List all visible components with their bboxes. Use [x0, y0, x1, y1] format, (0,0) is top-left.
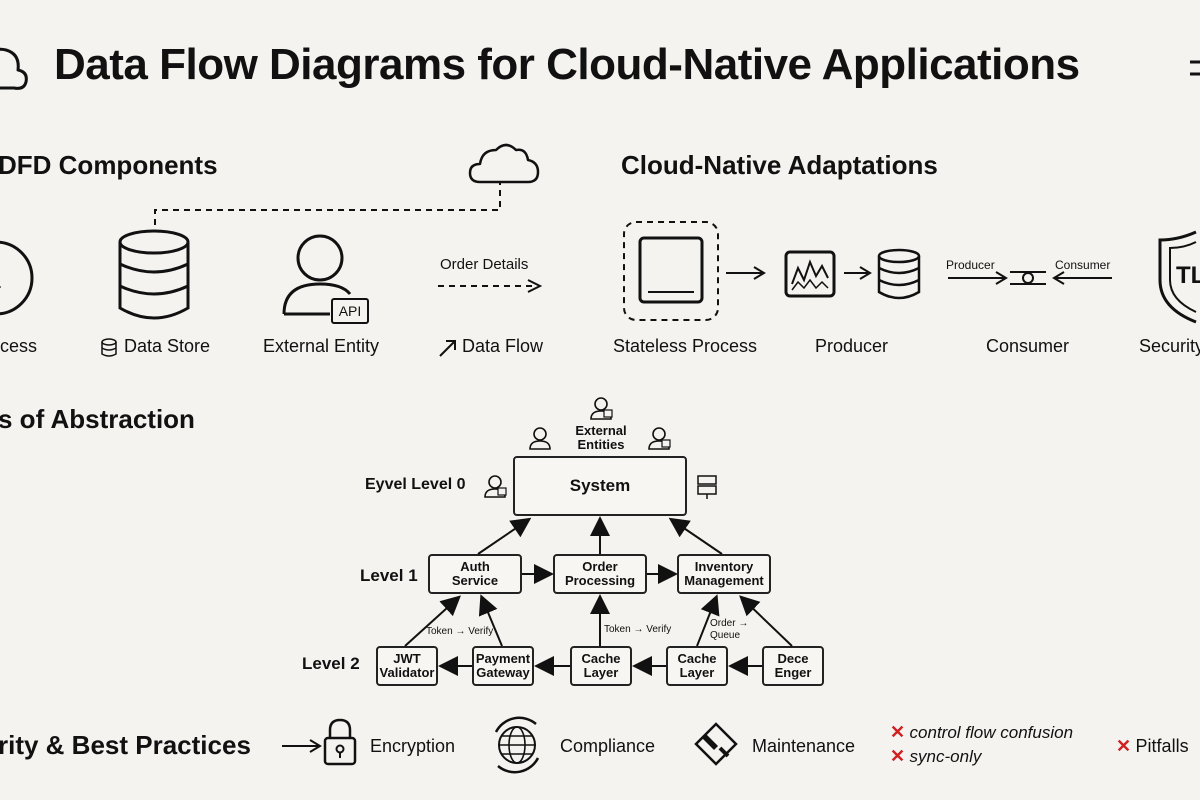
order-processing-box: Order Processing [553, 554, 647, 594]
user-icon [648, 427, 671, 450]
menu-icon [1190, 60, 1200, 76]
user-icon [282, 234, 352, 316]
dece-enger-box: Dece Enger [762, 646, 824, 686]
pitfall-text: sync-only [909, 747, 982, 766]
payment-gateway-box: Payment Gateway [472, 646, 534, 686]
auth-service-box: Auth Service [428, 554, 522, 594]
dashed-arrow [438, 279, 543, 293]
section-heading-adaptations: Cloud-Native Adaptations [621, 150, 938, 180]
arrow-right [282, 739, 322, 753]
stateless-process-label: Stateless Process [613, 336, 758, 356]
producer-tag: Producer [946, 258, 995, 272]
shield-icon [1158, 230, 1197, 324]
process-label: cess [0, 336, 38, 356]
api-badge: API [331, 298, 369, 324]
arrow-right [844, 266, 872, 280]
cache-layer-box: Cache Layer [570, 646, 632, 686]
user-icon [484, 475, 507, 498]
external-entities-label: External Entities [575, 423, 627, 453]
token-verify-label: Token → Verify [426, 626, 494, 637]
producer-label: Producer [815, 336, 889, 356]
compliance-label: Compliance [560, 736, 656, 756]
flow-label: Order Details [440, 256, 529, 273]
consumer-label: Consumer [986, 336, 1070, 356]
globe-icon [494, 716, 540, 774]
server-icon [697, 475, 717, 499]
user-icon [529, 427, 551, 450]
x-icon: ✕ [890, 722, 906, 742]
tls-label: TL [1176, 262, 1200, 289]
cache-layer-box-2: Cache Layer [666, 646, 728, 686]
level-2-label: Level 2 [302, 654, 360, 673]
external-entity-label: External Entity [263, 336, 380, 356]
arrow-diagonal-icon [439, 340, 456, 357]
pitfall-row-1: ✕ control flow confusion [890, 722, 1073, 743]
order-queue-label: Order → Queue [710, 618, 749, 641]
level-1-label: Level 1 [360, 566, 418, 585]
chart-monitor-icon [784, 250, 836, 298]
section-heading-abstraction: s of Abstraction [0, 404, 195, 434]
system-box: System [513, 456, 687, 516]
process-icon [0, 240, 34, 316]
level-0-label: Eyvel Level 0 [365, 476, 466, 493]
maintenance-label: Maintenance [752, 736, 856, 756]
page-title: Data Flow Diagrams for Cloud-Native Appl… [54, 40, 1080, 89]
section-heading-practices: rity & Best Practices [0, 730, 251, 760]
x-icon: ✕ [890, 746, 906, 766]
jwt-validator-box: JWT Validator [376, 646, 438, 686]
data-store-label: Data Store [124, 336, 211, 356]
security-label: Security [1139, 336, 1200, 356]
x-icon: ✕ [1116, 736, 1132, 756]
pitfall-text: control flow confusion [909, 723, 1074, 742]
queue-icon [948, 271, 1112, 285]
pitfalls-label: Pitfalls [1135, 736, 1189, 756]
pitfalls-item: ✕ Pitfalls [1116, 736, 1189, 757]
database-icon [877, 248, 921, 300]
dashed-connector [154, 182, 501, 225]
lock-icon [323, 718, 357, 766]
cloud-icon [0, 47, 28, 90]
tools-icon [694, 722, 738, 766]
user-icon [590, 397, 613, 420]
data-flow-label: Data Flow [462, 336, 544, 356]
database-icon [118, 229, 190, 320]
arrow-right [726, 266, 766, 280]
section-heading-components: DFD Components [0, 150, 218, 180]
pitfall-row-2: ✕ sync-only [890, 746, 981, 767]
consumer-tag: Consumer [1055, 258, 1111, 272]
cloud-icon [468, 143, 540, 184]
encryption-label: Encryption [370, 736, 456, 756]
database-small-icon [101, 338, 117, 357]
stateless-process-icon [623, 221, 719, 321]
token-verify-label-2: Token → Verify [604, 624, 672, 635]
inventory-management-box: Inventory Management [677, 554, 771, 594]
